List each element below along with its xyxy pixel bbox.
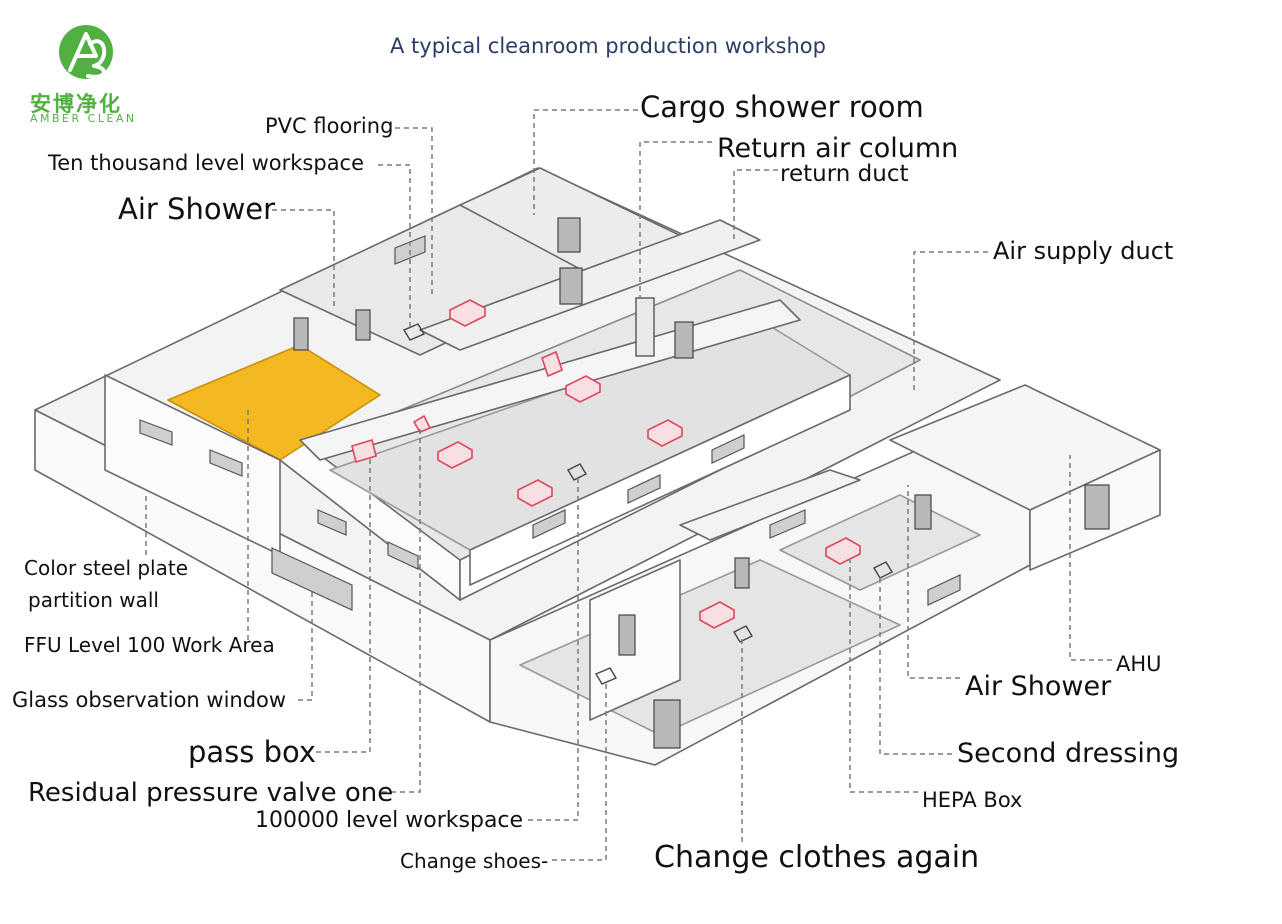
vent-5: [873, 561, 893, 579]
label-return-air-column: Return air column: [717, 133, 959, 164]
hepa-box-6: [517, 479, 553, 507]
leader-glass: [298, 590, 313, 701]
label-air-shower-right: Air Shower: [965, 671, 1112, 702]
window-3: [271, 547, 353, 611]
label-change-clothes-again: Change clothes again: [654, 840, 980, 875]
door-1: [293, 317, 309, 351]
door-9: [734, 557, 750, 589]
return-air-column: [635, 297, 655, 357]
label-ahu: AHU: [1116, 652, 1162, 676]
leader-return-column: [639, 141, 712, 298]
leader-change-shoes: [552, 682, 607, 861]
window-5: [387, 541, 419, 570]
label-air-supply-duct: Air supply duct: [993, 237, 1174, 265]
window-11: [927, 574, 961, 606]
logo-english-text: AMBER CLEAN: [30, 112, 137, 125]
label-air-shower-left: Air Shower: [118, 192, 276, 226]
pass-box-1: [351, 438, 377, 464]
door-10: [914, 494, 932, 530]
label-pvc-flooring: PVC flooring: [265, 114, 394, 138]
hepa-box-3: [565, 375, 601, 403]
vent-1: [402, 323, 426, 341]
label-hepa-box: HEPA Box: [922, 788, 1023, 812]
door-4: [559, 267, 583, 305]
diagram-title: A typical cleanroom production workshop: [390, 34, 826, 58]
door-2: [355, 309, 371, 341]
label-color-steel-line1: Color steel plate: [24, 556, 189, 580]
label-ffu-work-area: FFU Level 100 Work Area: [24, 633, 275, 657]
hepa-box-8: [825, 537, 861, 565]
window-6: [532, 509, 566, 539]
label-residual-pressure-valve: Residual pressure valve one: [28, 778, 394, 808]
hepa-box-7: [699, 601, 735, 629]
front-duct: [679, 469, 861, 541]
leader-air-shower-right: [907, 485, 960, 679]
label-return-duct: return duct: [780, 161, 909, 187]
leader-ahu: [1069, 455, 1112, 661]
label-color-steel-line2: partition wall: [28, 588, 159, 612]
label-change-shoes: Change shoes-: [400, 849, 549, 873]
ffu-area: [167, 344, 381, 461]
window-2: [209, 449, 243, 477]
leader-pvc-flooring: [395, 127, 433, 296]
leader-air-supply: [913, 251, 988, 390]
window-4: [317, 509, 347, 536]
valve-1: [412, 414, 432, 433]
window-1: [139, 419, 173, 446]
window-7: [627, 474, 661, 504]
leader-residual: [382, 428, 421, 793]
door-8: [1084, 484, 1110, 530]
hepa-box-2: [541, 350, 563, 378]
door-7: [653, 699, 681, 749]
vent-3: [594, 667, 618, 685]
window-8: [711, 434, 745, 464]
leader-return-duct: [733, 169, 778, 240]
vent-4: [733, 625, 753, 643]
door-3: [557, 217, 581, 253]
leader-hepa-box: [849, 560, 918, 793]
hepa-box-5: [437, 441, 473, 469]
leader-second-dressing: [879, 574, 952, 755]
leader-air-shower-left: [272, 209, 335, 308]
label-glass-window: Glass observation window: [12, 688, 287, 712]
label-hundred-thousand-level: 100000 level workspace: [255, 808, 524, 833]
label-ten-thousand-level: Ten thousand level workspace: [48, 151, 365, 175]
label-pass-box: pass box: [188, 735, 317, 769]
leader-ten-thousand: [378, 164, 411, 330]
vent-2: [567, 463, 587, 481]
door-5: [674, 321, 694, 359]
label-cargo-shower-room: Cargo shower room: [640, 90, 924, 124]
leader-hundred-thousand: [528, 478, 579, 821]
amber-clean-logo-icon: [59, 25, 113, 79]
label-second-dressing: Second dressing: [957, 738, 1180, 769]
leader-pass-box: [316, 458, 371, 753]
door-6: [618, 614, 636, 656]
hepa-box-4: [647, 419, 683, 447]
window-10: [769, 509, 806, 539]
hepa-box-1: [449, 299, 486, 327]
return-duct: [419, 219, 761, 351]
leader-cargo-shower: [533, 109, 638, 215]
logo-chinese-text: 安博净化: [30, 92, 122, 116]
